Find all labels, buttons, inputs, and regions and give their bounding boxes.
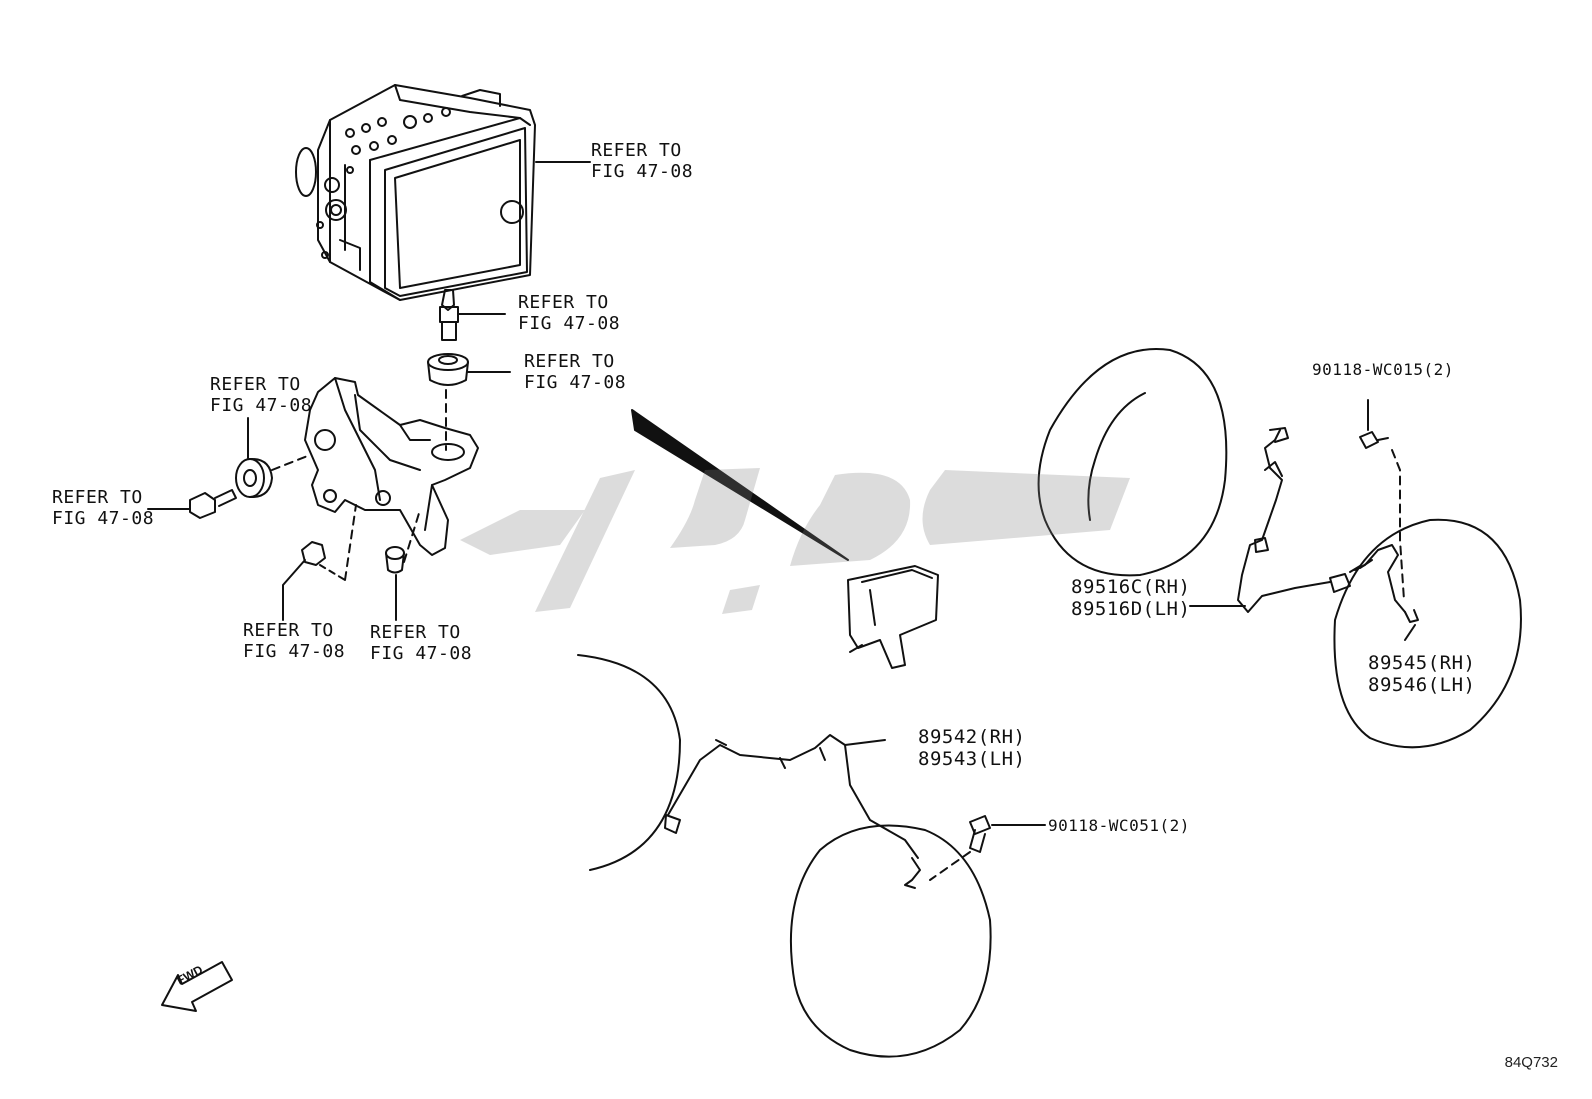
front-bolt-drawing — [929, 815, 1046, 881]
label-line: FIG 47-08 — [370, 643, 473, 664]
bracket-drawing — [304, 377, 479, 556]
part-number-lh: 89516D(LH) — [1071, 598, 1191, 620]
rear-wheel-outline — [1333, 518, 1522, 749]
illustration-code: 84Q732 — [1504, 1054, 1558, 1071]
front-wheel-outline — [789, 824, 992, 1058]
rear-tire-drawing — [1037, 348, 1228, 577]
fwd-arrow-icon — [161, 961, 233, 1012]
rear-bolt-part-label[interactable]: 90118-WC015(2) — [1312, 360, 1454, 379]
label-line: FIG 47-08 — [591, 161, 694, 182]
label-line: FIG 47-08 — [243, 641, 346, 662]
leader-lines — [247, 161, 591, 456]
part-number-rh: 89542(RH) — [918, 726, 1026, 748]
label-line: REFER TO — [524, 351, 615, 372]
callout-wedge — [631, 409, 849, 561]
label-line: REFER TO — [370, 622, 461, 643]
label-line: REFER TO — [243, 620, 334, 641]
rear-bolt-drawing — [1359, 399, 1405, 601]
side-bolt-label[interactable]: REFER TO FIG 47-08 — [52, 487, 154, 529]
label-line: FIG 47-08 — [524, 372, 627, 393]
rear-sensor-part-label[interactable]: 89545(RH) 89546(LH) — [1368, 652, 1475, 696]
upper-cushion-drawing — [427, 353, 511, 451]
vehicle-location-inset — [847, 565, 939, 669]
lower-collar-drawing — [385, 509, 421, 621]
side-cushion-label[interactable]: REFER TO FIG 47-08 — [210, 374, 312, 416]
abs-actuator-label[interactable]: REFER TO FIG 47-08 — [591, 140, 693, 182]
part-number-rh: 89516C(RH) — [1071, 576, 1191, 598]
front-bolt-part-label[interactable]: 90118-WC051(2) — [1048, 816, 1190, 835]
part-number-lh: 89546(LH) — [1368, 674, 1476, 696]
side-bolt-drawing — [147, 489, 237, 519]
abs-actuator-drawing — [295, 84, 536, 301]
front-sensor-part-label[interactable]: 89542(RH) 89543(LH) — [918, 726, 1025, 770]
front-harness-part-label[interactable]: 89516C(RH) 89516D(LH) — [1071, 576, 1190, 620]
label-line: REFER TO — [52, 487, 143, 508]
part-number-rh: 89545(RH) — [1368, 652, 1476, 674]
label-line: REFER TO — [210, 374, 301, 395]
label-line: REFER TO — [591, 140, 682, 161]
label-line: REFER TO — [518, 292, 609, 313]
lower-collar-label[interactable]: REFER TO FIG 47-08 — [370, 622, 472, 664]
label-line: FIG 47-08 — [518, 313, 621, 334]
lower-nut-drawing — [282, 504, 357, 621]
upper-cushion-label[interactable]: REFER TO FIG 47-08 — [524, 351, 626, 393]
part-number: 90118-WC051(2) — [1048, 816, 1190, 835]
watermark-logo — [460, 468, 1130, 614]
front-speed-sensor-drawing — [664, 734, 921, 889]
front-wheel-outline — [577, 654, 681, 871]
abs-harness-drawing — [1189, 427, 1351, 613]
rear-speed-sensor-drawing — [1349, 544, 1419, 641]
lower-nut-label[interactable]: REFER TO FIG 47-08 — [243, 620, 345, 662]
part-number-lh: 89543(LH) — [918, 748, 1026, 770]
stud-bolt-drawing — [439, 289, 506, 341]
label-line: FIG 47-08 — [210, 395, 313, 416]
part-number: 90118-WC015(2) — [1312, 360, 1454, 379]
stud-bolt-label[interactable]: REFER TO FIG 47-08 — [518, 292, 620, 334]
label-line: FIG 47-08 — [52, 508, 155, 529]
